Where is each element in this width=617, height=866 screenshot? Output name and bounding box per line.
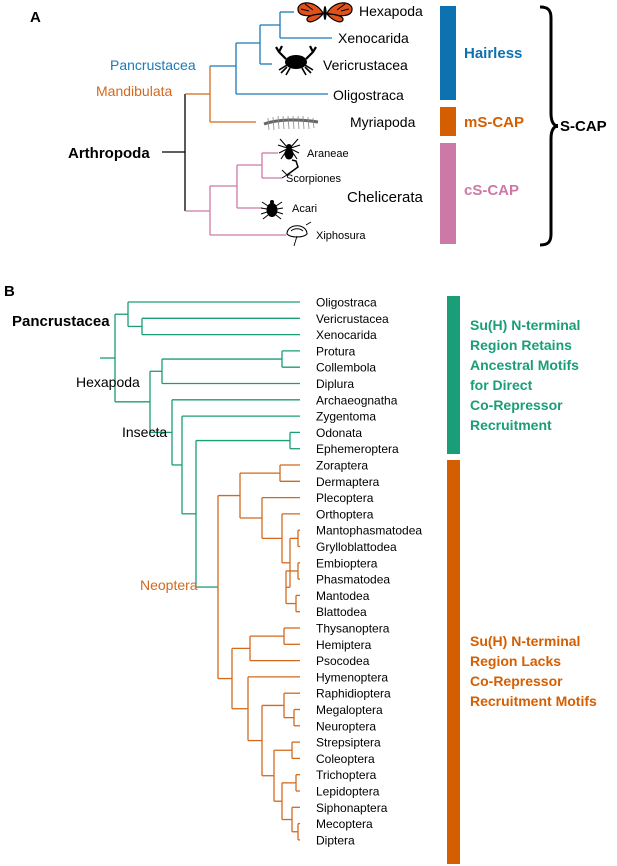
- taxon-archaeognatha: Archaeognatha: [316, 393, 398, 407]
- tick-icon: [260, 200, 284, 220]
- panel-b-taxa: OligostracaVericrustaceaXenocaridaProtur…: [316, 296, 422, 848]
- taxon-diplura: Diplura: [316, 377, 354, 391]
- cscap-bar: [440, 143, 456, 244]
- taxon-protura: Protura: [316, 344, 356, 358]
- mscap-label: mS-CAP: [464, 114, 524, 131]
- retains-label: Su(H) N-terminal Region Retains Ancestra…: [470, 317, 580, 433]
- cscap-label: cS-CAP: [464, 182, 519, 199]
- svg-text:Co-Repressor: Co-Repressor: [470, 673, 563, 689]
- taxon-thysanoptera: Thysanoptera: [316, 622, 390, 636]
- taxon-plecoptera: Plecoptera: [316, 491, 374, 505]
- clade-label-chelicerata: Chelicerata: [347, 189, 424, 206]
- panel-b-tree-orange: [217, 464, 300, 841]
- crab-icon: [275, 45, 317, 76]
- panel-b-label: B: [4, 283, 15, 300]
- clade-label-hexapoda: Hexapoda: [76, 374, 140, 390]
- taxon-psocodea: Psocodea: [316, 654, 370, 668]
- taxon-dermaptera: Dermaptera: [316, 475, 380, 489]
- panel-a-tree-mandibulata: [185, 66, 256, 123]
- taxon-trichoptera: Trichoptera: [316, 768, 377, 782]
- svg-text:Region Lacks: Region Lacks: [470, 653, 561, 669]
- taxon-strepsiptera: Strepsiptera: [316, 736, 381, 750]
- clade-label-insecta: Insecta: [122, 424, 167, 440]
- taxon-mantophasmatodea: Mantophasmatodea: [316, 524, 422, 538]
- taxon-zygentoma: Zygentoma: [316, 410, 376, 424]
- hairless-label: Hairless: [464, 45, 522, 62]
- taxon-xenocarida: Xenocarida: [316, 328, 377, 342]
- taxon-vericrustacea: Vericrustacea: [323, 57, 408, 73]
- svg-text:Su(H) N-terminal: Su(H) N-terminal: [470, 317, 580, 333]
- svg-text:Su(H) N-terminal: Su(H) N-terminal: [470, 633, 580, 649]
- taxon-collembola: Collembola: [316, 361, 376, 375]
- spider-icon: [277, 138, 301, 160]
- clade-label-neoptera: Neoptera: [140, 577, 198, 593]
- taxon-xenocarida: Xenocarida: [338, 30, 409, 46]
- taxon-oligostraca: Oligostraca: [333, 87, 404, 103]
- taxon-scorpiones: Scorpiones: [286, 173, 342, 185]
- taxon-araneae: Araneae: [307, 148, 349, 160]
- clade-label-arthropoda: Arthropoda: [68, 145, 150, 162]
- scorpion-icon: [281, 159, 299, 179]
- panel-b: B OligostracaVericrustaceaXenocaridaProt…: [4, 283, 597, 864]
- taxon-vericrustacea: Vericrustacea: [316, 312, 389, 326]
- clade-label-pancrustacea: Pancrustacea: [110, 57, 196, 73]
- taxon-mecoptera: Mecoptera: [316, 817, 373, 831]
- hairless-bar: [440, 6, 456, 100]
- taxon-mantodea: Mantodea: [316, 589, 370, 603]
- lacks-label: Su(H) N-terminal Region Lacks Co-Repress…: [470, 633, 597, 709]
- taxon-phasmatodea: Phasmatodea: [316, 573, 390, 587]
- taxon-neuroptera: Neuroptera: [316, 719, 376, 733]
- taxon-diptera: Diptera: [316, 833, 355, 847]
- clade-label-mandibulata: Mandibulata: [96, 83, 172, 99]
- lacks-bar: [447, 460, 460, 864]
- horseshoe-crab-icon: [286, 221, 312, 247]
- svg-text:Co-Repressor: Co-Repressor: [470, 397, 563, 413]
- taxon-oligostraca: Oligostraca: [316, 296, 377, 310]
- scap-dot: [554, 124, 558, 128]
- taxon-blattodea: Blattodea: [316, 605, 367, 619]
- panel-b-tree-green: [100, 301, 300, 588]
- panel-a: A: [30, 2, 607, 247]
- svg-text:Region Retains: Region Retains: [470, 337, 572, 353]
- svg-text:Recruitment: Recruitment: [470, 417, 552, 433]
- taxon-lepidoptera: Lepidoptera: [316, 785, 380, 799]
- panel-a-tree-black: [162, 94, 186, 211]
- retains-bar: [447, 296, 460, 454]
- panel-a-tree-pancrustacea: [210, 11, 332, 95]
- mscap-bar: [440, 107, 456, 136]
- taxon-siphonaptera: Siphonaptera: [316, 801, 388, 815]
- svg-text:for Direct: for Direct: [470, 377, 533, 393]
- panel-a-tree-chelicerata: [185, 152, 286, 236]
- svg-text:Recruitment Motifs: Recruitment Motifs: [470, 693, 597, 709]
- taxon-hymenoptera: Hymenoptera: [316, 670, 388, 684]
- taxon-ephemeroptera: Ephemeroptera: [316, 442, 399, 456]
- taxon-hemiptera: Hemiptera: [316, 638, 372, 652]
- taxon-zoraptera: Zoraptera: [316, 459, 368, 473]
- taxon-grylloblattodea: Grylloblattodea: [316, 540, 397, 554]
- taxon-embioptera: Embioptera: [316, 556, 378, 570]
- clade-label-pancrustacea-b: Pancrustacea: [12, 313, 110, 330]
- taxon-xiphosura: Xiphosura: [316, 230, 366, 242]
- taxon-megaloptera: Megaloptera: [316, 703, 383, 717]
- taxon-hexapoda: Hexapoda: [359, 3, 423, 19]
- taxon-acari: Acari: [292, 203, 317, 215]
- butterfly-icon: [297, 2, 353, 23]
- panel-a-label: A: [30, 9, 41, 26]
- taxon-raphidioptera: Raphidioptera: [316, 687, 391, 701]
- svg-text:Ancestral Motifs: Ancestral Motifs: [470, 357, 579, 373]
- taxon-orthoptera: Orthoptera: [316, 507, 374, 521]
- taxon-myriapoda: Myriapoda: [350, 114, 416, 130]
- millipede-icon: [263, 115, 319, 131]
- scap-label: S-CAP: [560, 118, 607, 135]
- taxon-coleoptera: Coleoptera: [316, 752, 375, 766]
- taxon-odonata: Odonata: [316, 426, 362, 440]
